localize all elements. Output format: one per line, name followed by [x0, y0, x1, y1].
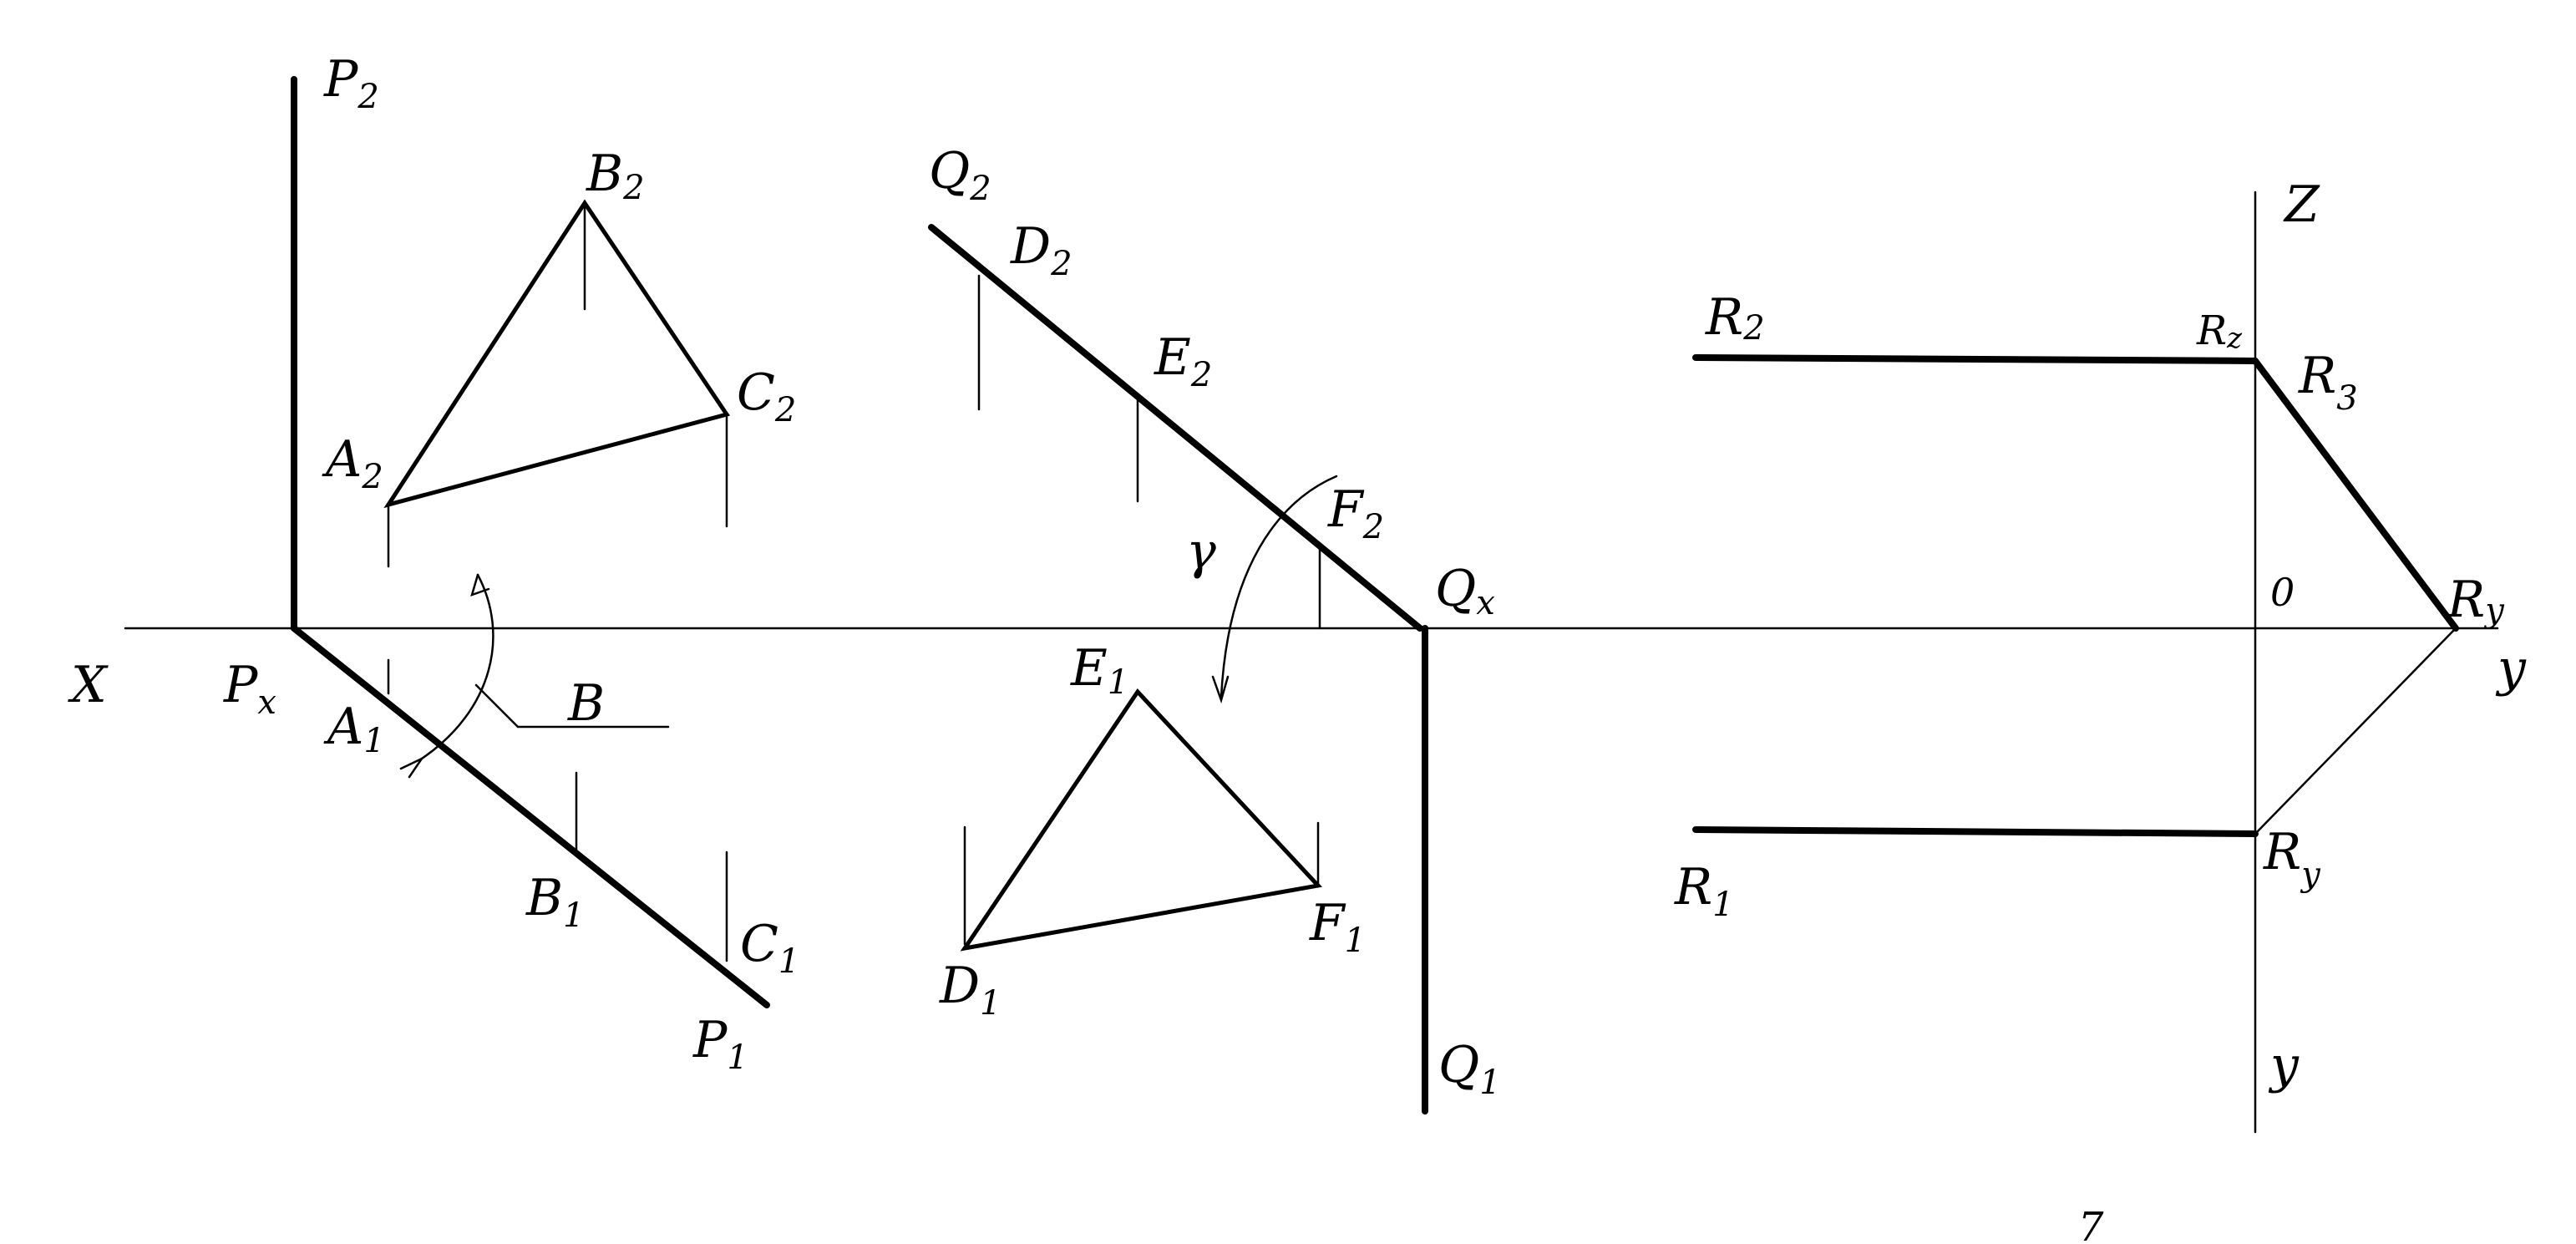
- label-q2: Q2: [929, 142, 991, 208]
- label-beta: B: [567, 674, 605, 733]
- trace-r1: [1692, 826, 2259, 837]
- svg-text:R3: R3: [2298, 347, 2358, 418]
- trace-r3: [2252, 358, 2459, 632]
- label-c1: C1: [740, 915, 799, 981]
- ry-transfer-line: [2254, 627, 2457, 835]
- svg-text:A1: A1: [323, 698, 385, 760]
- triangle-abc-frontal: [383, 199, 731, 509]
- label-page-number: 7: [2078, 1204, 2104, 1244]
- label-ry-axis: Ry: [2447, 571, 2505, 630]
- label-e1: E1: [1070, 639, 1128, 702]
- label-ry-low: Ry: [2263, 823, 2321, 894]
- trace-p1: [291, 625, 770, 1008]
- label-b2: B2: [586, 145, 645, 207]
- svg-text:Z: Z: [2283, 175, 2320, 234]
- svg-text:F1: F1: [1309, 894, 1366, 960]
- svg-text:P1: P1: [692, 1011, 748, 1077]
- trace-q2: [928, 224, 1423, 632]
- label-b1: B1: [525, 869, 585, 935]
- svg-text:A2: A2: [322, 430, 383, 496]
- svg-text:Q1: Q1: [1438, 1036, 1501, 1102]
- label-a1: A1: [323, 698, 385, 760]
- label-c2: C2: [737, 363, 796, 429]
- svg-text:B1: B1: [525, 869, 585, 935]
- svg-text:y: y: [2268, 1036, 2300, 1094]
- svg-text:y: y: [2495, 639, 2527, 698]
- label-origin: 0: [2270, 570, 2295, 615]
- label-f1: F1: [1309, 894, 1366, 960]
- svg-text:D2: D2: [1010, 217, 1072, 283]
- svg-text:F2: F2: [1327, 480, 1384, 546]
- svg-text:C2: C2: [737, 363, 796, 429]
- svg-text:R2: R2: [1705, 288, 1765, 348]
- trace-r2: [1692, 354, 2259, 364]
- svg-text:C1: C1: [740, 915, 799, 981]
- label-gamma: γ: [1186, 522, 1216, 581]
- svg-text:X: X: [68, 656, 109, 714]
- label-qx: Qx: [1435, 560, 1495, 622]
- svg-text:B2: B2: [586, 145, 645, 207]
- label-r1: R1: [1674, 858, 1734, 924]
- triangle-def-horizontal: [960, 688, 1322, 952]
- svg-text:E2: E2: [1154, 328, 1212, 394]
- label-r2: R2: [1705, 288, 1765, 348]
- label-r3: R3: [2298, 347, 2358, 418]
- svg-text:Ry: Ry: [2447, 571, 2505, 630]
- svg-text:E1: E1: [1070, 639, 1128, 702]
- beta-arrow-head-low: [399, 755, 425, 779]
- label-d1: D1: [939, 957, 1001, 1023]
- svg-text:Px: Px: [223, 656, 276, 722]
- svg-text:γ: γ: [1186, 522, 1216, 581]
- svg-text:0: 0: [2270, 570, 2295, 615]
- label-f2: F2: [1327, 480, 1384, 546]
- svg-text:B: B: [567, 674, 605, 733]
- svg-text:Ry: Ry: [2263, 823, 2321, 894]
- label-y-axis: y: [2495, 639, 2527, 698]
- label-rz: Rz: [2196, 307, 2243, 355]
- label-a2: A2: [322, 430, 383, 496]
- gamma-angle-arc: [1220, 475, 1338, 699]
- label-y-low: y: [2268, 1036, 2300, 1094]
- label-x-axis: X: [68, 656, 109, 714]
- svg-text:Qx: Qx: [1435, 560, 1495, 622]
- label-p1: P1: [692, 1011, 748, 1077]
- label-px: Px: [223, 656, 276, 722]
- beta-leader: [474, 683, 670, 729]
- svg-text:D1: D1: [939, 957, 1001, 1023]
- label-z-axis: Z: [2283, 175, 2320, 234]
- svg-text:Q2: Q2: [929, 142, 991, 208]
- svg-text:7: 7: [2078, 1204, 2104, 1244]
- label-e2: E2: [1154, 328, 1212, 394]
- label-q1: Q1: [1438, 1036, 1501, 1102]
- svg-text:P2: P2: [323, 50, 379, 116]
- beta-angle-arc: [420, 573, 494, 760]
- label-d2: D2: [1010, 217, 1072, 283]
- gamma-arrow-head: [1211, 675, 1230, 704]
- label-p2: P2: [323, 50, 379, 116]
- svg-text:Rz: Rz: [2196, 307, 2243, 355]
- svg-text:R1: R1: [1674, 858, 1734, 924]
- beta-arrow-head: [470, 573, 490, 597]
